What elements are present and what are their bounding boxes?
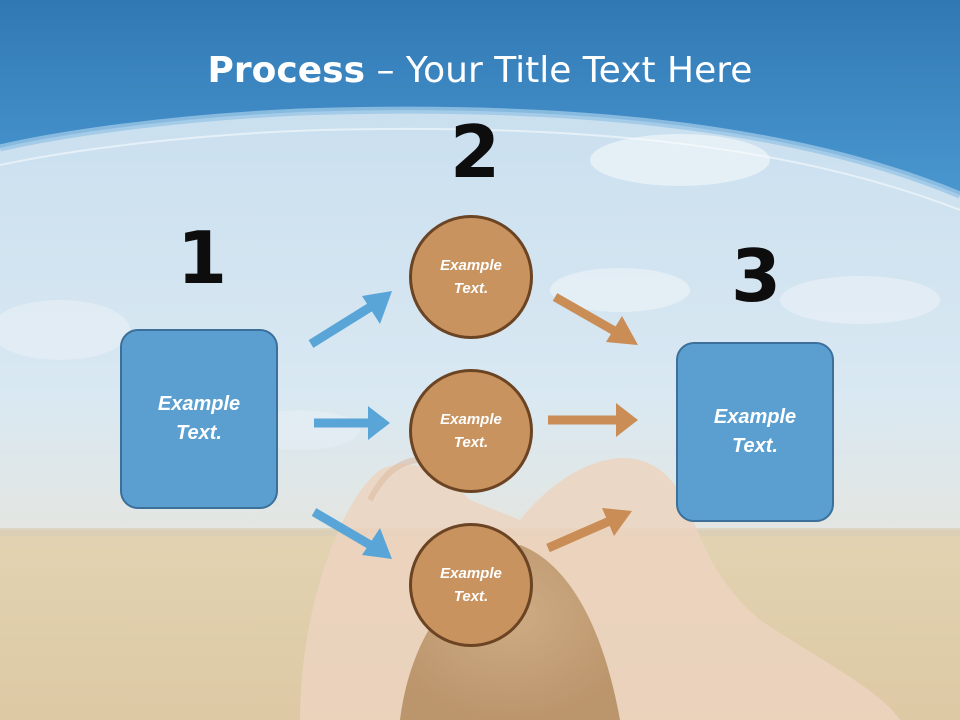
title-rest: – Your Title Text Here (365, 50, 753, 91)
step-2-circle-1: Example Text. (409, 215, 533, 339)
arrow-orange-straight (548, 403, 638, 437)
arrow-blue-down (311, 508, 392, 559)
arrow-blue-up (308, 291, 392, 348)
step-number-2: 2 (450, 110, 501, 194)
step-2-circle-2-text: Example Text. (440, 411, 502, 451)
arrow-orange-up (546, 508, 632, 553)
title-bold: Process (207, 50, 366, 91)
step-number-1: 1 (177, 216, 228, 300)
step-3-box: Example Text. (676, 342, 834, 522)
step-2-circle-2: Example Text. (409, 369, 533, 493)
step-number-3: 3 (731, 234, 782, 318)
arrow-blue-straight (314, 406, 390, 440)
arrow-orange-down (552, 293, 638, 345)
step-1-text: Example Text. (157, 393, 241, 444)
slide-title: Process – Your Title Text Here (0, 50, 960, 91)
step-3-text: Example Text. (713, 406, 797, 457)
step-2-circle-1-text: Example Text. (440, 257, 502, 297)
step-2-circle-3-text: Example Text. (440, 565, 502, 605)
step-1-box: Example Text. (120, 329, 278, 509)
step-2-circle-3: Example Text. (409, 523, 533, 647)
